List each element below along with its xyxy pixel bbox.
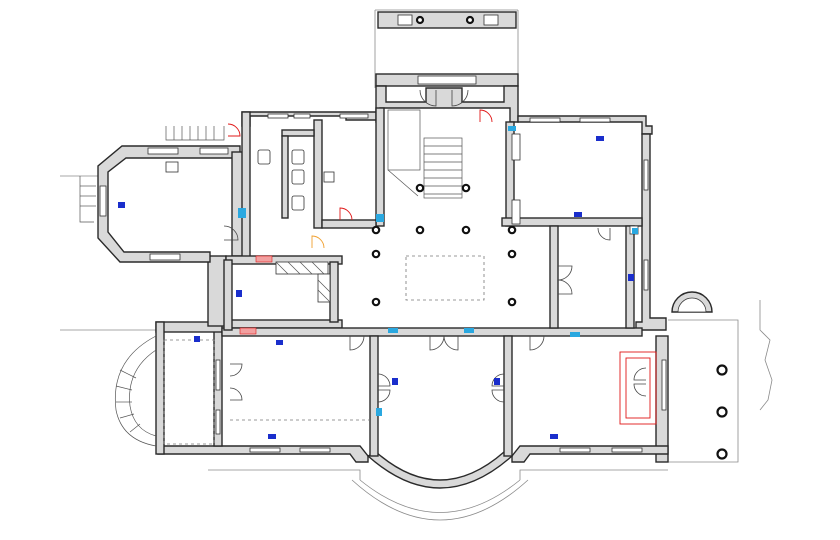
column-icon [716, 406, 728, 418]
column-icon [507, 249, 517, 259]
vent-icon [239, 327, 257, 335]
column-icon [371, 225, 381, 235]
kitchen-counters [275, 261, 331, 303]
column-icon [716, 448, 728, 460]
radiators [118, 136, 634, 439]
column-icon [415, 225, 425, 235]
radiator-marker-icon [596, 136, 604, 141]
interior-walls [221, 107, 643, 457]
bathroom-fixtures [165, 133, 639, 235]
radiator-marker-icon [276, 340, 283, 345]
water-fixtures [238, 126, 638, 416]
radiator-marker-icon [628, 274, 634, 281]
east-bay [671, 291, 713, 313]
columns [371, 183, 728, 460]
water-fixture-icon [508, 126, 516, 131]
radiator-marker-icon [268, 434, 276, 439]
water-fixture-icon [376, 408, 382, 416]
water-fixture-icon [632, 228, 638, 234]
stairs [79, 109, 463, 447]
radiator-marker-icon [392, 378, 398, 385]
vents [239, 255, 273, 335]
column-icon [716, 364, 728, 376]
column-icon [415, 183, 425, 193]
windows [99, 113, 667, 453]
radiator-marker-icon [236, 290, 242, 297]
vent-icon [255, 255, 273, 263]
column-icon [461, 183, 471, 193]
column-icon [371, 249, 381, 259]
column-icon [461, 225, 471, 235]
water-fixture-icon [570, 332, 580, 337]
radiator-marker-icon [118, 202, 125, 208]
water-fixture-icon [388, 328, 398, 333]
top-portico [375, 11, 519, 87]
site-lines [60, 9, 773, 521]
dashed-outlines [163, 255, 485, 445]
column-icon [507, 297, 517, 307]
water-fixture-icon [464, 328, 474, 333]
radiator-marker-icon [550, 434, 558, 439]
doors [223, 89, 647, 403]
radiator-marker-icon [494, 378, 500, 385]
column-icon [371, 297, 381, 307]
radiator-marker-icon [194, 336, 200, 342]
water-fixture-icon [376, 214, 384, 222]
fireplace [619, 351, 657, 425]
water-fixture-icon [238, 208, 246, 218]
column-icon [507, 225, 517, 235]
radiator-marker-icon [574, 212, 582, 217]
